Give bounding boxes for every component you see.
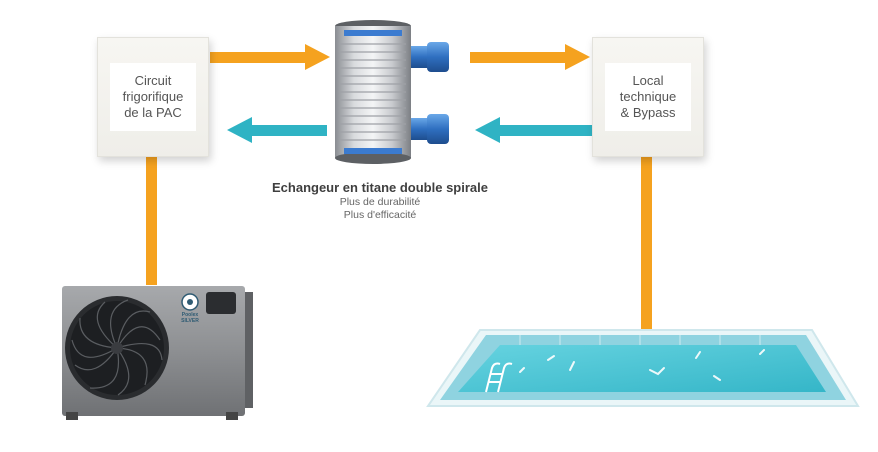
brand-line-1: Poolex — [181, 312, 199, 318]
pipe-right — [641, 155, 652, 335]
pipe-left — [146, 155, 157, 285]
exchanger-benefit-1: Plus de durabilité — [339, 196, 421, 208]
pool-ladder-icon — [485, 362, 513, 393]
exchanger-title: Echangeur en titane double spirale — [272, 180, 488, 195]
connector-bottom — [411, 114, 449, 144]
refrigerant-circuit-label: Circuit frigorifique de la PAC — [110, 63, 196, 131]
arrow-right-icon — [210, 44, 330, 70]
heat-pump-unit — [62, 286, 253, 420]
technical-room-box: Local technique & Bypass — [592, 37, 704, 157]
fan-icon — [65, 296, 169, 400]
control-panel — [206, 292, 236, 314]
heat-pump-brand: Poolex SILVER — [176, 312, 204, 324]
arrow-left-icon — [227, 117, 327, 143]
exchanger-benefit-2: Plus d'efficacité — [343, 209, 417, 221]
technical-room-label: Local technique & Bypass — [605, 63, 691, 131]
connector-top — [411, 42, 449, 72]
exchanger-caption: Echangeur en titane double spirale Plus … — [220, 180, 540, 222]
swimming-pool — [426, 329, 860, 407]
arrow-left-icon — [475, 117, 592, 143]
brand-line-2: SILVER — [181, 318, 199, 324]
arrow-right-icon — [470, 44, 590, 70]
refrigerant-circuit-box: Circuit frigorifique de la PAC — [97, 37, 209, 157]
titanium-exchanger — [335, 20, 449, 164]
